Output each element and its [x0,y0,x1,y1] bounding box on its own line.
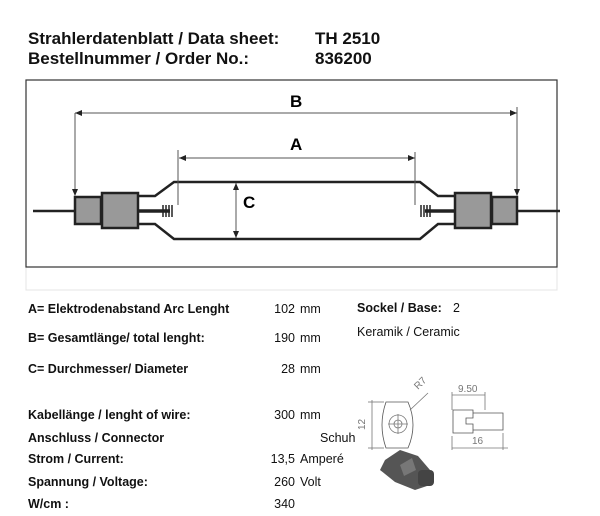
spec-label: Kabellänge / lenght of wire: [28,408,191,422]
diagram-frame [25,79,558,268]
spec-label: B= Gesamtlänge/ total lenght: [28,331,205,345]
base-material: Keramik / Ceramic [357,325,460,339]
dim-length: 16 [472,436,484,447]
order-value: 836200 [315,49,372,68]
spec-unit: mm [300,362,321,376]
order-label: Bestellnummer / Order No.: [28,49,250,68]
spec-unit: Schuh [320,431,356,445]
spec-label: A= Elektrodenabstand Arc Lenght [28,302,230,316]
spec-label: Anschluss / Connector [28,431,165,445]
base-3d-icon [380,450,434,490]
spec-label: Strom / Current: [28,452,124,466]
spec-unit: mm [300,408,321,422]
spec-label: C= Durchmesser/ Diameter [28,362,189,376]
dim-width: 9.50 [458,384,478,395]
spec-label: Spannung / Voltage: [28,475,148,489]
spec-value: 28 [281,362,295,376]
data-sheet-label: Strahlerdatenblatt / Data sheet: [28,29,280,48]
spec-unit: Volt [300,475,321,489]
label-a: A [290,135,302,154]
label-b: B [290,92,302,111]
spec-value: 300 [274,408,295,422]
end-caps [73,191,519,230]
spec-unit: mm [300,331,321,345]
spec-value: 13,5 [270,452,295,466]
spec-unit: Amperé [300,452,344,466]
spec-label: W/cm : [28,497,69,511]
data-sheet-value: TH 2510 [315,29,381,48]
base-drawing: R7 12 9.50 16 [357,375,508,490]
spec-value: 102 [274,302,295,316]
label-c: C [243,193,255,212]
dim-r: R7 [412,375,429,392]
spec-unit: mm [300,302,321,316]
spec-value: 340 [274,497,295,511]
spec-value: 190 [274,331,295,345]
dim-height: 12 [357,418,368,430]
base-label: Sockel / Base: [357,301,442,315]
electrode-coils [162,205,431,217]
dimension-lines [72,107,520,238]
base-value: 2 [453,301,460,315]
spec-value: 260 [274,475,295,489]
